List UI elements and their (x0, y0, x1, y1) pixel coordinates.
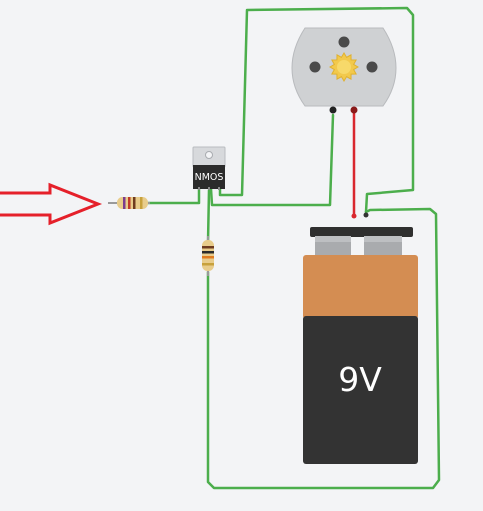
mosfet-label: NMOS (195, 172, 224, 183)
wire-mosfet-to-pulldown (206, 188, 211, 244)
pulldown-resistor-band-2 (202, 251, 214, 254)
gate-resistor-band-3 (133, 197, 136, 209)
battery-terminal-positive-top (315, 236, 351, 242)
motor-screw-top (338, 36, 350, 48)
mosfet-pin-source (218, 187, 220, 190)
mosfet-tab-hole (205, 151, 213, 159)
pulldown-resistor[interactable] (202, 236, 214, 276)
motor-terminal-negative (329, 106, 337, 114)
pulldown-resistor-band-3 (202, 256, 214, 259)
gate-resistor[interactable] (108, 197, 150, 209)
gate-resistor-band-4 (140, 197, 143, 209)
mosfet-body (193, 165, 225, 189)
motor-screw-left (309, 61, 321, 73)
gate-resistor-band-2 (128, 197, 131, 209)
mosfet-pin-gate (198, 187, 200, 190)
battery-terminal-negative-top (364, 236, 402, 242)
wire-mosfet-to-motor-negative (209, 113, 335, 207)
input-arrow-icon (0, 182, 103, 226)
pulldown-resistor-body (202, 240, 214, 271)
pulldown-resistor-band-4 (202, 263, 214, 266)
battery-lead-negative-dot (363, 212, 369, 218)
nmos-transistor[interactable]: NMOS (192, 146, 226, 190)
wire-gate-resistor-to-mosfet (145, 187, 201, 205)
motor-terminal-positive (350, 106, 358, 114)
wires (145, 6, 441, 490)
battery-cap (303, 255, 418, 319)
battery-terminal-plate (310, 227, 413, 237)
pulldown-resistor-band-1 (202, 246, 214, 249)
mosfet-pin-drain (208, 187, 210, 190)
battery-9v[interactable]: 9V (303, 212, 418, 465)
battery-lead-positive-dot (351, 213, 357, 219)
motor-screw-right (366, 61, 378, 73)
wire-pulldown-to-battery-negative (206, 207, 441, 490)
gear-hub (337, 60, 351, 74)
gate-resistor-band-1 (123, 197, 126, 209)
battery-label: 9V (338, 360, 382, 399)
gate-resistor-body (117, 197, 148, 209)
gear-icon (329, 52, 359, 82)
dc-motor[interactable] (291, 27, 397, 114)
wire-mosfet-to-motor-top (218, 6, 415, 214)
battery-body (303, 316, 418, 464)
